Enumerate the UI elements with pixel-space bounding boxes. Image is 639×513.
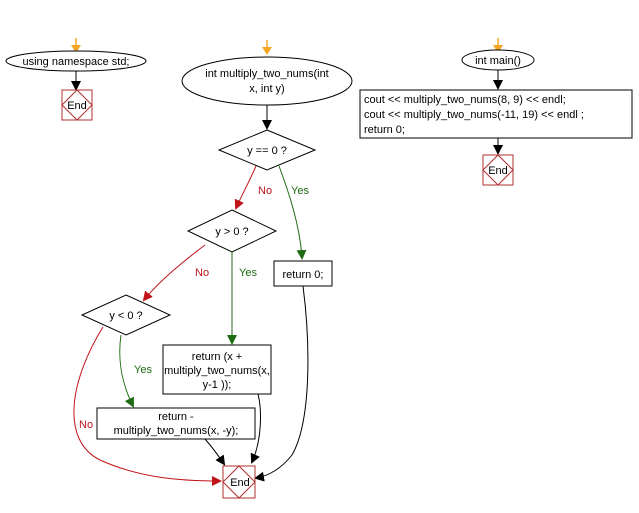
no-label-2: No xyxy=(195,267,209,279)
decision-y-gt-0-label: y > 0 ? xyxy=(215,226,248,238)
no-connector xyxy=(142,244,206,302)
no-label-3: No xyxy=(79,419,93,431)
function-signature-line2: x, int y) xyxy=(249,83,284,95)
middle-flow: int multiply_two_nums(int x, int y) y ==… xyxy=(73,40,353,499)
end-label: End xyxy=(488,165,508,177)
yes-label-1: Yes xyxy=(291,185,309,197)
start-arrow-icon xyxy=(262,40,272,55)
return-negative-box xyxy=(96,407,256,440)
return-negative-line1: return - xyxy=(158,411,194,423)
return-positive-line1: return (x + xyxy=(192,351,242,363)
start-oval-function xyxy=(181,56,353,106)
right-flow: int main() cout << multiply_two_nums(8, … xyxy=(359,38,633,186)
decision-y-eq-0-label: y == 0 ? xyxy=(247,145,287,157)
yes-label-3: Yes xyxy=(134,364,152,376)
connector-line xyxy=(254,285,309,482)
no-connector xyxy=(73,326,222,486)
decision-y-lt-0 xyxy=(80,294,172,336)
end-label: End xyxy=(67,100,87,112)
yes-connector xyxy=(119,334,134,408)
end-label: End xyxy=(230,477,250,489)
end-node xyxy=(222,465,256,499)
connector-line xyxy=(250,393,261,464)
left-flow: using namespace std; End xyxy=(5,38,147,121)
return-positive-line3: y-1 )); xyxy=(203,379,232,391)
return-zero-label: return 0; xyxy=(283,269,324,281)
yes-label-2: Yes xyxy=(239,267,257,279)
decision-y-lt-0-label: y < 0 ? xyxy=(109,310,142,322)
main-code-line1: cout << multiply_two_nums(8, 9) << endl; xyxy=(364,94,566,106)
start-oval-main-label: int main() xyxy=(475,55,521,67)
return-positive-line2: multiply_two_nums(x, xyxy=(164,365,270,377)
decision-y-eq-0 xyxy=(217,129,317,171)
function-signature-line1: int multiply_two_nums(int xyxy=(205,68,329,80)
return-positive-box xyxy=(162,344,272,395)
connector-line xyxy=(204,438,226,466)
start-arrow-icon xyxy=(493,38,503,53)
end-node xyxy=(482,154,514,186)
no-label-1: No xyxy=(258,185,272,197)
start-arrow-icon xyxy=(71,38,81,53)
start-oval-label: using namespace std; xyxy=(22,56,129,68)
main-code-box xyxy=(359,89,633,139)
end-node xyxy=(61,89,93,121)
yes-connector xyxy=(278,165,307,260)
main-code-line3: return 0; xyxy=(364,124,405,136)
return-negative-line2: multiply_two_nums(x, -y); xyxy=(114,425,239,437)
no-connector xyxy=(234,165,257,210)
main-code-line2: cout << multiply_two_nums(-11, 19) << en… xyxy=(364,109,584,121)
